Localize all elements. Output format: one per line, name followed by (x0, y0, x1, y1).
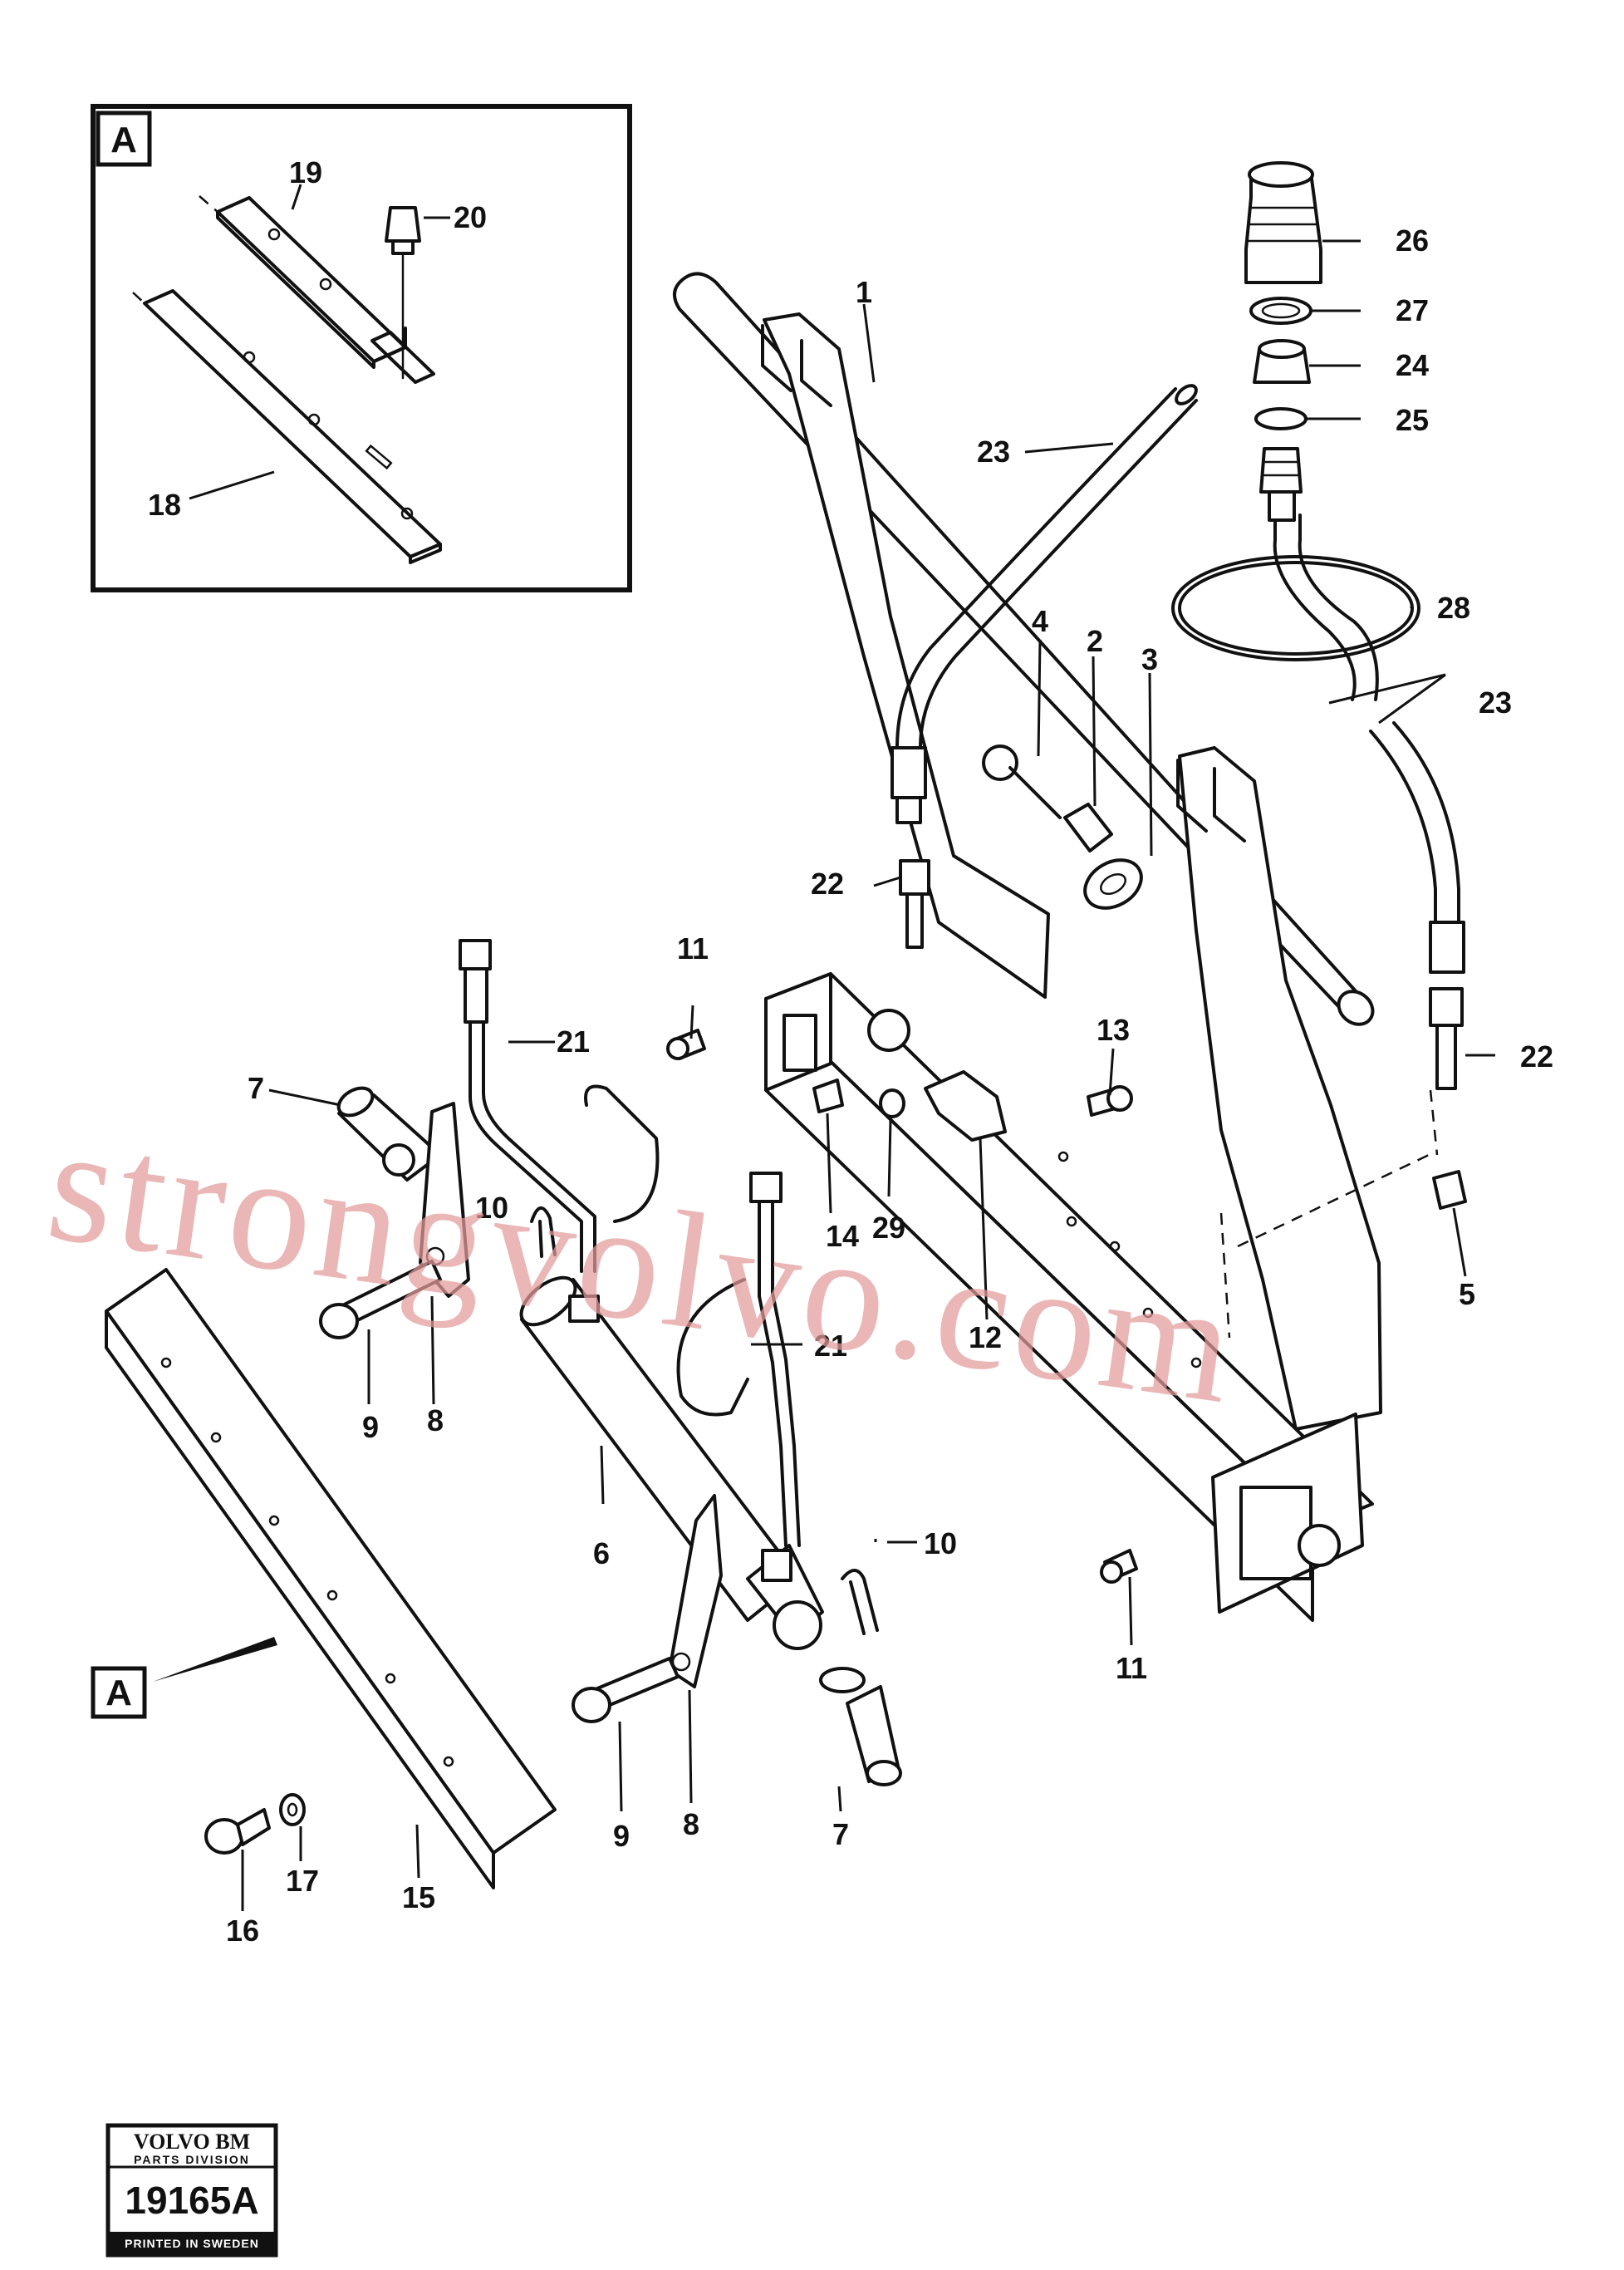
callout-10-lower: 10 (924, 1526, 957, 1560)
cotter-pin-10-upper (530, 1206, 557, 1258)
callout-12: 12 (969, 1320, 1002, 1354)
drawing-stamp: VOLVO BM PARTS DIVISION 19165A PRINTED I… (105, 2123, 278, 2258)
svg-text:A: A (105, 1673, 132, 1713)
bolt-13 (1087, 1085, 1133, 1117)
callout-9-upper: 9 (362, 1410, 379, 1444)
callout-11-right: 11 (1116, 1651, 1147, 1685)
callout-28: 28 (1437, 591, 1470, 625)
callout-3: 3 (1141, 642, 1158, 676)
callout-13: 13 (1097, 1013, 1130, 1047)
nipple-24 (1253, 339, 1311, 384)
hose-23-right (1273, 513, 1465, 974)
callout-8-upper: 8 (427, 1403, 444, 1437)
nut-14 (812, 1078, 844, 1113)
callout-26: 26 (1396, 224, 1429, 258)
strip-19 (199, 195, 435, 384)
callout-10-upper: 10 (475, 1191, 508, 1225)
plate-15 (105, 1268, 557, 1889)
callout-7-lower: 7 (832, 1817, 849, 1851)
nut-5 (1432, 1170, 1467, 1210)
pipe-21-upper (459, 939, 660, 1273)
pin-7-lower (819, 1667, 902, 1786)
callout-29: 29 (872, 1211, 905, 1245)
inset-letter-box (96, 111, 152, 167)
bushing-2 (1063, 803, 1113, 852)
callout-numbers: 1 23 4 2 3 26 27 24 25 28 23 22 22 11 13… (226, 224, 1553, 1948)
inset-detail-a: A 19 20 (91, 104, 632, 592)
callout-21-lower: 21 (814, 1329, 847, 1363)
coupling-26 (1244, 161, 1322, 284)
pin-7-upper (336, 1086, 442, 1182)
pin-9-lower (572, 1657, 680, 1723)
clamp-ring-28 (1171, 555, 1420, 661)
callout-8-lower: 8 (683, 1807, 699, 1841)
callout-4: 4 (1032, 604, 1048, 638)
callout-16: 16 (226, 1914, 259, 1948)
callout-25: 25 (1396, 403, 1429, 437)
callout-7-upper: 7 (248, 1071, 264, 1105)
callout-2: 2 (1087, 624, 1103, 658)
callout-leaders (241, 239, 1495, 1911)
union-22-left (899, 859, 930, 949)
bolt-20 (385, 206, 421, 380)
frame-1 (673, 272, 1439, 1622)
pin-9-upper (319, 1260, 442, 1339)
detail-marker-a: A (91, 1637, 277, 1719)
union-22-right (1429, 987, 1464, 1090)
callout-5: 5 (1459, 1277, 1475, 1311)
grease-nipple-11-right (1100, 1549, 1138, 1584)
callout-6: 6 (593, 1536, 610, 1570)
pipe-21-lower (676, 1172, 801, 1547)
ring-25 (1254, 407, 1308, 430)
grease-nipple-11-left (666, 1029, 706, 1060)
inset-letter: A (110, 120, 137, 160)
callout-23-right: 23 (1479, 685, 1512, 720)
stamp-number: 19165A (125, 2179, 258, 2222)
clip-12 (924, 1070, 1007, 1142)
hose-23-left (891, 384, 1198, 824)
stamp-brand: VOLVO BM (134, 2130, 250, 2154)
callout-27: 27 (1396, 293, 1429, 327)
washer-3 (1083, 858, 1143, 910)
callout-11-left: 11 (677, 931, 709, 965)
washer-17 (279, 1793, 306, 1826)
callout-18: 18 (148, 488, 181, 522)
callout-22-right: 22 (1520, 1039, 1553, 1074)
callout-19: 19 (289, 155, 322, 189)
callout-22-left: 22 (811, 867, 844, 901)
bar-18 (132, 289, 442, 564)
hose-fitting (1259, 447, 1303, 522)
callout-21-upper: 21 (557, 1024, 590, 1059)
bolt-4 (982, 744, 1062, 819)
bolt-16 (204, 1808, 271, 1855)
callout-14: 14 (826, 1219, 859, 1253)
callout-15: 15 (402, 1880, 435, 1914)
callout-20: 20 (454, 200, 487, 234)
cylinder-6 (519, 1275, 824, 1650)
stamp-printed: PRINTED IN SWEDEN (125, 2237, 259, 2250)
callout-24: 24 (1396, 348, 1429, 382)
cotter-pin-10-lower (841, 1569, 879, 1635)
callout-1: 1 (856, 275, 872, 309)
stamp-division: PARTS DIVISION (134, 2153, 250, 2166)
washer-29 (879, 1088, 905, 1118)
ring-27 (1249, 297, 1312, 325)
callout-9-lower: 9 (613, 1819, 630, 1853)
callout-23-top: 23 (977, 435, 1010, 469)
callout-17: 17 (286, 1864, 319, 1898)
